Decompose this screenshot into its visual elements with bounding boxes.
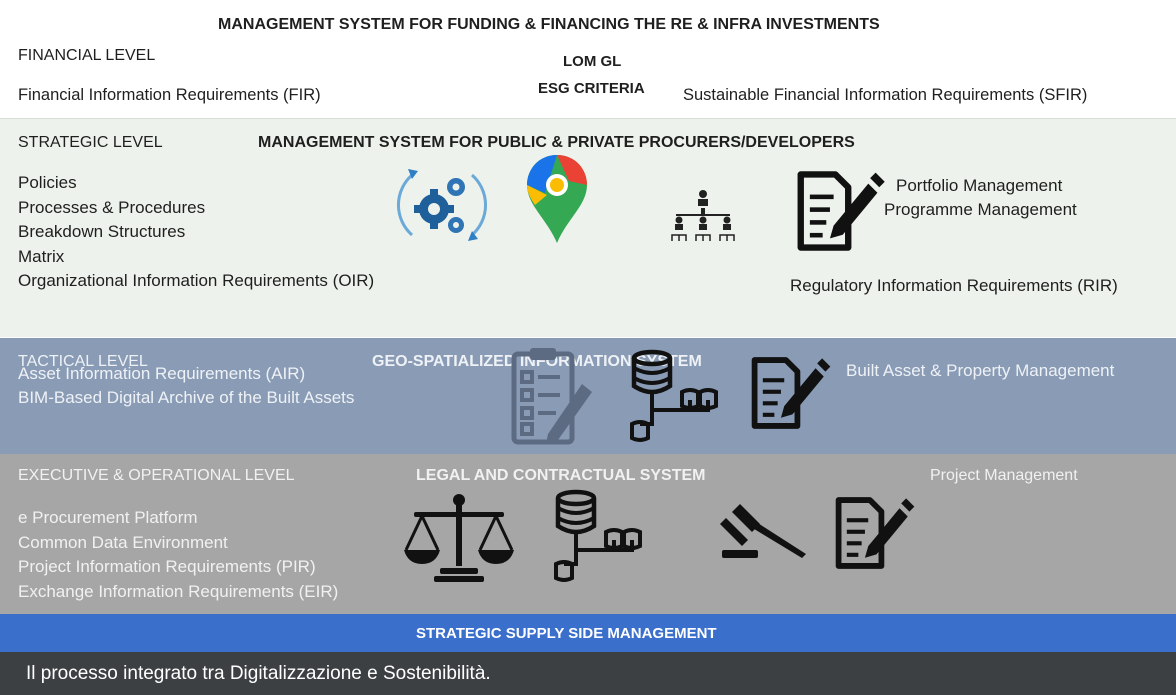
- database-network-icon: [554, 488, 644, 584]
- strategic-item: Matrix: [18, 246, 65, 266]
- project-management-label: Project Management: [930, 467, 1078, 484]
- gears-cycle-icon: [397, 169, 487, 241]
- document-edit-icon: [748, 354, 832, 432]
- gavel-icon: [720, 504, 806, 558]
- strategic-title: MANAGEMENT SYSTEM FOR PUBLIC & PRIVATE P…: [258, 134, 855, 151]
- executive-items-list: e Procurement Platform Common Data Envir…: [18, 506, 338, 604]
- sfir-label: Sustainable Financial Information Requir…: [683, 86, 1088, 104]
- strategic-level-band: STRATEGIC LEVEL MANAGEMENT SYSTEM FOR PU…: [0, 118, 1176, 337]
- strategic-items-list: Policies Processes & Procedures Breakdow…: [18, 171, 374, 294]
- scales-icon: [404, 494, 514, 582]
- lom-gl-label: LOM GL: [563, 53, 622, 70]
- supply-side-band: STRATEGIC SUPPLY SIDE MANAGEMENT: [0, 614, 1176, 652]
- executive-level-band: EXECUTIVE & OPERATIONAL LEVEL LEGAL AND …: [0, 454, 1176, 614]
- executive-title: LEGAL AND CONTRACTUAL SYSTEM: [416, 467, 706, 484]
- strategic-level-label: STRATEGIC LEVEL: [18, 134, 163, 151]
- strategic-item: Processes & Procedures: [18, 197, 206, 217]
- supply-side-title: STRATEGIC SUPPLY SIDE MANAGEMENT: [416, 625, 717, 642]
- cde-label: Common Data Environment: [18, 532, 228, 552]
- fir-label: Financial Information Requirements (FIR): [18, 86, 321, 104]
- financial-level-band: MANAGEMENT SYSTEM FOR FUNDING & FINANCIN…: [0, 0, 1176, 118]
- caption-text: Il processo integrato tra Digitalizzazio…: [26, 663, 491, 684]
- eprocurement-label: e Procurement Platform: [18, 508, 198, 527]
- eir-label: Exchange Information Requirements (EIR): [18, 581, 339, 601]
- financial-level-label: FINANCIAL LEVEL: [18, 47, 156, 64]
- org-chart-icon: [671, 190, 735, 241]
- document-edit-icon: [792, 169, 888, 253]
- programme-management-label: Programme Management: [884, 200, 1077, 219]
- map-pin-icon: [527, 155, 587, 243]
- tactical-level-label: TACTICAL LEVEL: [18, 353, 148, 370]
- caption-bar: Il processo integrato tra Digitalizzazio…: [0, 652, 1176, 695]
- strategic-item: Policies: [18, 173, 77, 192]
- portfolio-management-label: Portfolio Management: [896, 176, 1063, 195]
- checklist-icon: [511, 348, 592, 445]
- tactical-level-band: TACTICAL LEVEL GEO-SPATIALIZED INFORMATI…: [0, 338, 1176, 454]
- oir-label: Organizational Information Requirements …: [18, 271, 375, 290]
- executive-level-label: EXECUTIVE & OPERATIONAL LEVEL: [18, 467, 295, 484]
- financial-title: MANAGEMENT SYSTEM FOR FUNDING & FINANCIN…: [218, 16, 880, 33]
- strategic-item: Breakdown Structures: [18, 222, 186, 241]
- database-network-icon: [630, 348, 720, 444]
- document-edit-icon: [832, 494, 916, 572]
- bim-archive-label: BIM-Based Digital Archive of the Built A…: [18, 388, 355, 407]
- tactical-items-list: Asset Information Requirements (AIR) BIM…: [18, 362, 354, 411]
- tactical-title: GEO-SPATIALIZED INFORMATION SYSTEM: [372, 353, 702, 370]
- built-asset-management-label: Built Asset & Property Management: [846, 361, 1115, 380]
- esg-criteria-label: ESG CRITERIA: [538, 80, 645, 97]
- air-label: Asset Information Requirements (AIR): [18, 364, 306, 383]
- pir-label: Project Information Requirements (PIR): [18, 557, 316, 576]
- rir-label: Regulatory Information Requirements (RIR…: [790, 276, 1118, 295]
